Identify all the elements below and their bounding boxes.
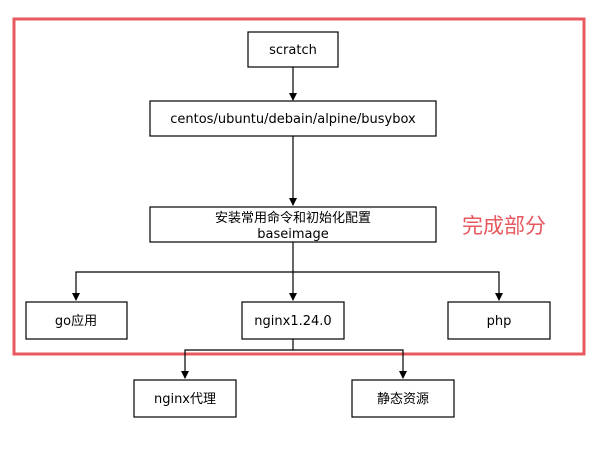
edge-baseimage-to-php	[293, 271, 503, 301]
node-go-app-label: go应用	[55, 313, 97, 329]
node-php-label: php	[487, 314, 512, 329]
node-baseimage: 安装常用命令和初始化配置 baseimage	[149, 206, 437, 243]
node-static-assets-label: 静态资源	[377, 392, 429, 407]
node-scratch-label: scratch	[269, 43, 317, 58]
node-nginx-proxy-label: nginx代理	[154, 392, 216, 407]
node-nginx: nginx1.24.0	[241, 301, 345, 340]
node-scratch: scratch	[247, 31, 339, 68]
node-static-assets: 静态资源	[351, 379, 455, 418]
node-base-os-label: centos/ubuntu/debain/alpine/busybox	[170, 112, 416, 127]
edge-baseimage-to-go-app	[72, 271, 293, 301]
edge-nginx-to-static-assets	[293, 349, 407, 379]
edge-nginx-to-nginx-proxy	[181, 349, 293, 379]
completed-section-border	[12, 17, 586, 356]
edges	[72, 67, 503, 379]
completed-section-label: 完成部分	[462, 214, 546, 238]
node-baseimage-label-line2: baseimage	[257, 227, 328, 242]
node-nginx-proxy: nginx代理	[133, 379, 237, 418]
node-base-os: centos/ubuntu/debain/alpine/busybox	[149, 100, 437, 137]
node-baseimage-label-line1: 安装常用命令和初始化配置	[215, 210, 371, 226]
node-php: php	[447, 301, 551, 340]
node-nginx-label: nginx1.24.0	[254, 314, 331, 329]
node-go-app: go应用	[25, 301, 128, 340]
